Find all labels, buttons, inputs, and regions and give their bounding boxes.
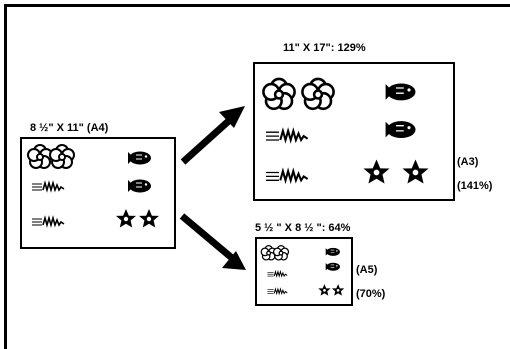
flower-icon [262,77,296,111]
flower-icon [27,144,53,169]
flower-icon [49,144,75,169]
star-icon [139,209,159,228]
fish-icon [384,82,417,101]
enlarged-paper-size-note: (A3) [457,156,479,168]
fish-icon [384,120,417,139]
enlarge-arrow-icon [180,106,245,165]
flower-icon [301,77,335,111]
star-icon [318,284,331,296]
original-page-icons [27,144,159,228]
enlarged-page-icons [262,77,429,184]
star-icon [331,284,345,296]
star-icon [116,209,136,228]
fish-icon [325,262,341,272]
fish-icon [325,247,341,257]
fish-icon [127,151,152,165]
reduced-page-icons [260,245,345,296]
bird-icon [266,271,288,277]
flower-icon [272,245,290,261]
reduce-arrow-icon [179,213,246,270]
enlarged-size-label: 11" X 17": 129% [283,42,366,54]
diagram-frame [4,4,510,349]
bird-icon [264,170,309,182]
star-icon [402,159,429,184]
bird-icon [31,217,65,226]
original-size-label: 8 ½" X 11" (A4) [30,122,109,134]
fish-icon [127,179,152,193]
bird-icon [264,129,309,142]
reduced-ratio-note: (70%) [356,288,386,300]
bird-icon [266,288,288,294]
reduced-paper-size-note: (A5) [356,264,378,276]
star-icon [363,159,390,184]
bird-icon [31,182,65,191]
enlarged-ratio-note: (141%) [457,180,493,192]
reduced-size-label: 5 ½ " X 8 ½ ": 64% [255,222,351,234]
